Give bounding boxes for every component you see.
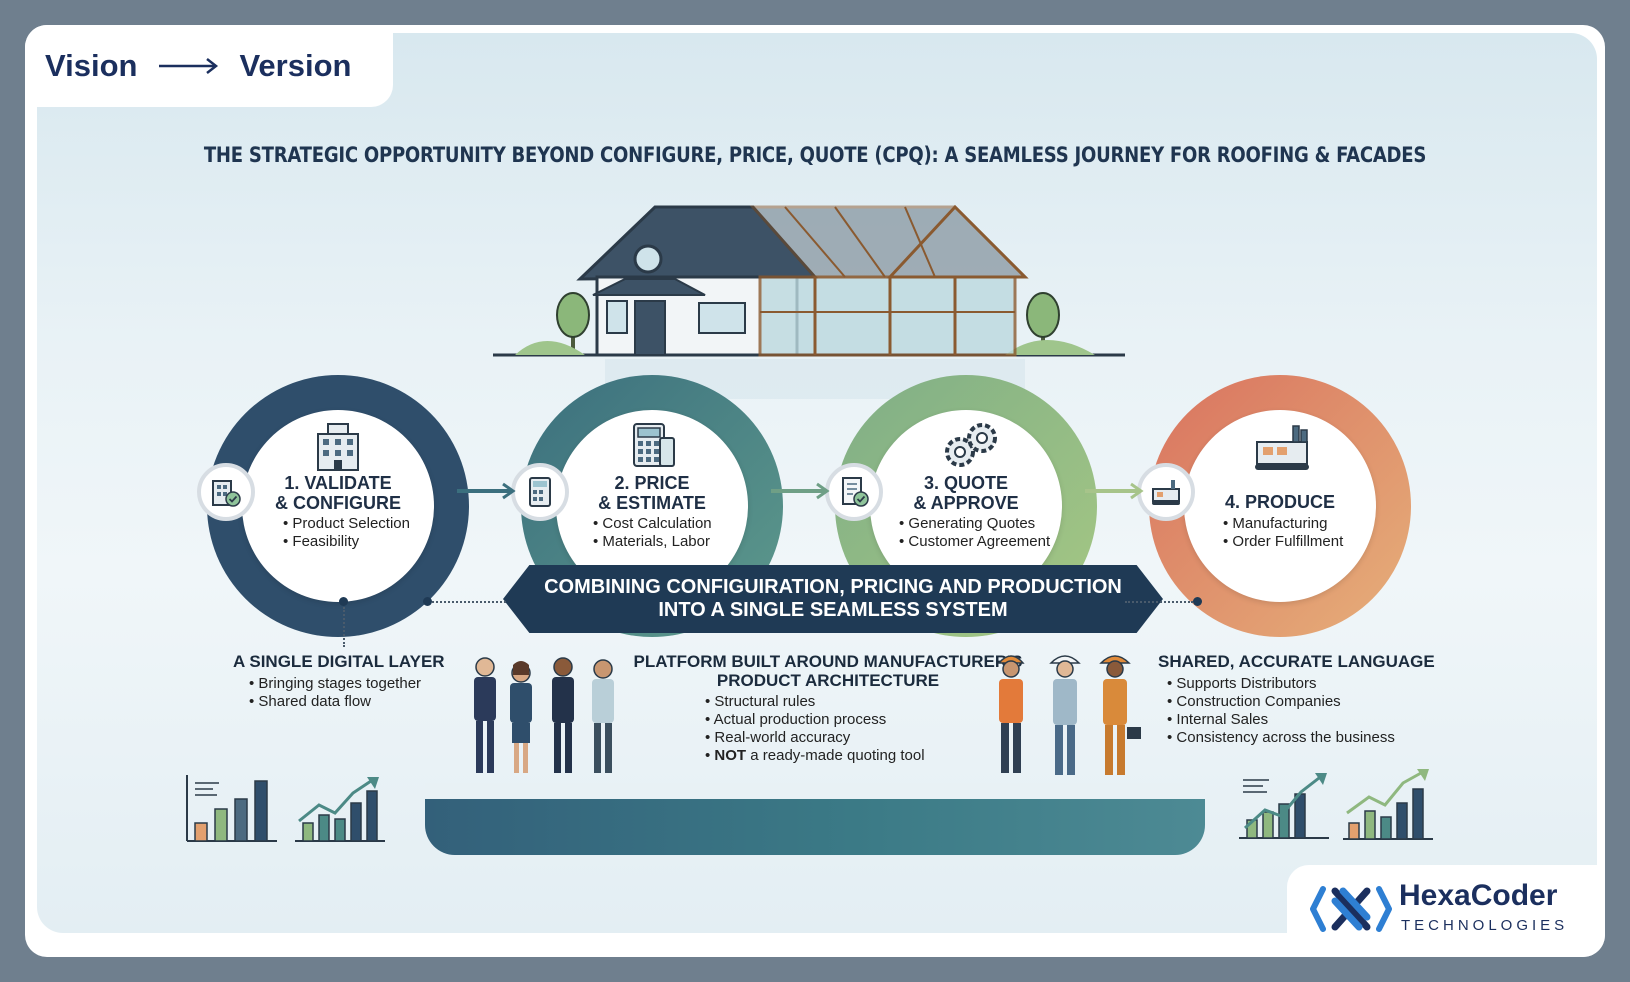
hexacoder-logo-icon: [1310, 886, 1392, 932]
list-item: Real-world accuracy: [705, 729, 925, 747]
list-item: Actual production process: [705, 711, 925, 729]
building-check-icon: [212, 480, 241, 507]
step-title-3: 3. QUOTE & APPROVE: [913, 473, 1019, 513]
growth-chart-icon: [295, 777, 385, 842]
business-team-illustration: [474, 657, 614, 773]
company-logo: HexaCoder TECHNOLOGIES: [1287, 865, 1605, 957]
construction-workers-illustration: [997, 655, 1141, 775]
list-item: Order Fulfillment: [1223, 533, 1423, 551]
bottom-stage-bar: [425, 795, 1205, 855]
step-badge-2: [511, 463, 569, 521]
factory-icon: [1152, 480, 1180, 505]
step-badge-1: [197, 463, 255, 521]
list-item: Customer Agreement: [899, 533, 1099, 551]
step-list-2: Cost Calculation Materials, Labor: [593, 515, 793, 551]
banner-line-1: COMBINING CONFIGUIRATION, PRICING AND PR…: [544, 576, 1122, 598]
list-item: Product Selection: [283, 515, 483, 533]
left-block-title: A SINGLE DIGITAL LAYER: [233, 652, 445, 671]
center-block-title: PLATFORM BUILT AROUND MANUFACTURER'S PRO…: [633, 652, 1023, 690]
arrow-right-icon: [159, 58, 219, 74]
list-item: Shared data flow: [249, 693, 421, 711]
list-item: Manufacturing: [1223, 515, 1423, 533]
bar-chart-icon: [186, 775, 277, 842]
left-block-list: Bringing stages together Shared data flo…: [249, 675, 421, 711]
step-list-1: Product Selection Feasibility: [283, 515, 483, 551]
summary-banner: COMBINING CONFIGUIRATION, PRICING AND PR…: [503, 565, 1163, 633]
step-badge-3: [825, 463, 883, 521]
bottom-stage-top: [425, 783, 1205, 799]
house-illustration: [493, 204, 1125, 399]
page-title: THE STRATEGIC OPPORTUNITY BEYOND CONFIGU…: [203, 143, 1427, 167]
arrow-right-icon: [771, 482, 830, 500]
list-item: Internal Sales: [1167, 711, 1395, 729]
step-title-1: 1. VALIDATE & CONFIGURE: [275, 473, 401, 513]
list-item: Consistency across the business: [1167, 729, 1394, 747]
list-item: NOT a ready-made quoting tool: [705, 747, 924, 765]
arrow-right-icon: [1085, 482, 1144, 500]
brand-from: Vision: [45, 48, 138, 83]
connector-line: [343, 607, 345, 647]
connector-dot: [339, 597, 348, 606]
brand-tab: Vision Version: [25, 25, 393, 107]
calculator-icon: [529, 477, 551, 507]
connector-line: [432, 601, 506, 603]
list-item: Construction Companies: [1167, 693, 1395, 711]
arrow-right-icon: [457, 482, 516, 500]
center-block-list: Structural rules Actual production proce…: [705, 693, 925, 765]
document-check-icon: [842, 477, 869, 507]
connector-dot: [1193, 597, 1202, 606]
connector-dot: [423, 597, 432, 606]
list-item: Bringing stages together: [249, 675, 421, 693]
logo-subtitle: TECHNOLOGIES: [1401, 917, 1569, 934]
list-item: Feasibility: [283, 533, 483, 551]
factory-icon: [1255, 425, 1309, 470]
list-item: Generating Quotes: [899, 515, 1099, 533]
office-building-icon: [317, 423, 359, 471]
step-title-4: 4. PRODUCE: [1224, 492, 1336, 512]
logo-name: HexaCoder: [1399, 879, 1558, 912]
list-item: Materials, Labor: [593, 533, 793, 551]
frame: Vision Version THE STRATEGIC OPPORTUNITY…: [25, 25, 1605, 957]
growth-chart-icon: [1343, 769, 1433, 840]
step-badge-4: [1137, 463, 1195, 521]
list-item: Structural rules: [705, 693, 925, 711]
list-item: Supports Distributors: [1167, 675, 1395, 693]
list-item: Cost Calculation: [593, 515, 793, 533]
gears-icon: [945, 423, 997, 467]
growth-chart-icon: [1239, 773, 1329, 839]
right-block-list: Supports Distributors Construction Compa…: [1167, 675, 1395, 747]
calculator-icon: [633, 423, 675, 467]
brand-to: Version: [239, 48, 352, 83]
step-list-4: Manufacturing Order Fulfillment: [1223, 515, 1423, 551]
banner-line-2: INTO A SINGLE SEAMLESS SYSTEM: [658, 599, 1008, 621]
step-title-2: 2. PRICE & ESTIMATE: [598, 473, 706, 513]
connector-line: [1125, 601, 1193, 603]
right-block-title: SHARED, ACCURATE LANGUAGE: [1158, 652, 1435, 671]
step-list-3: Generating Quotes Customer Agreement: [899, 515, 1099, 551]
